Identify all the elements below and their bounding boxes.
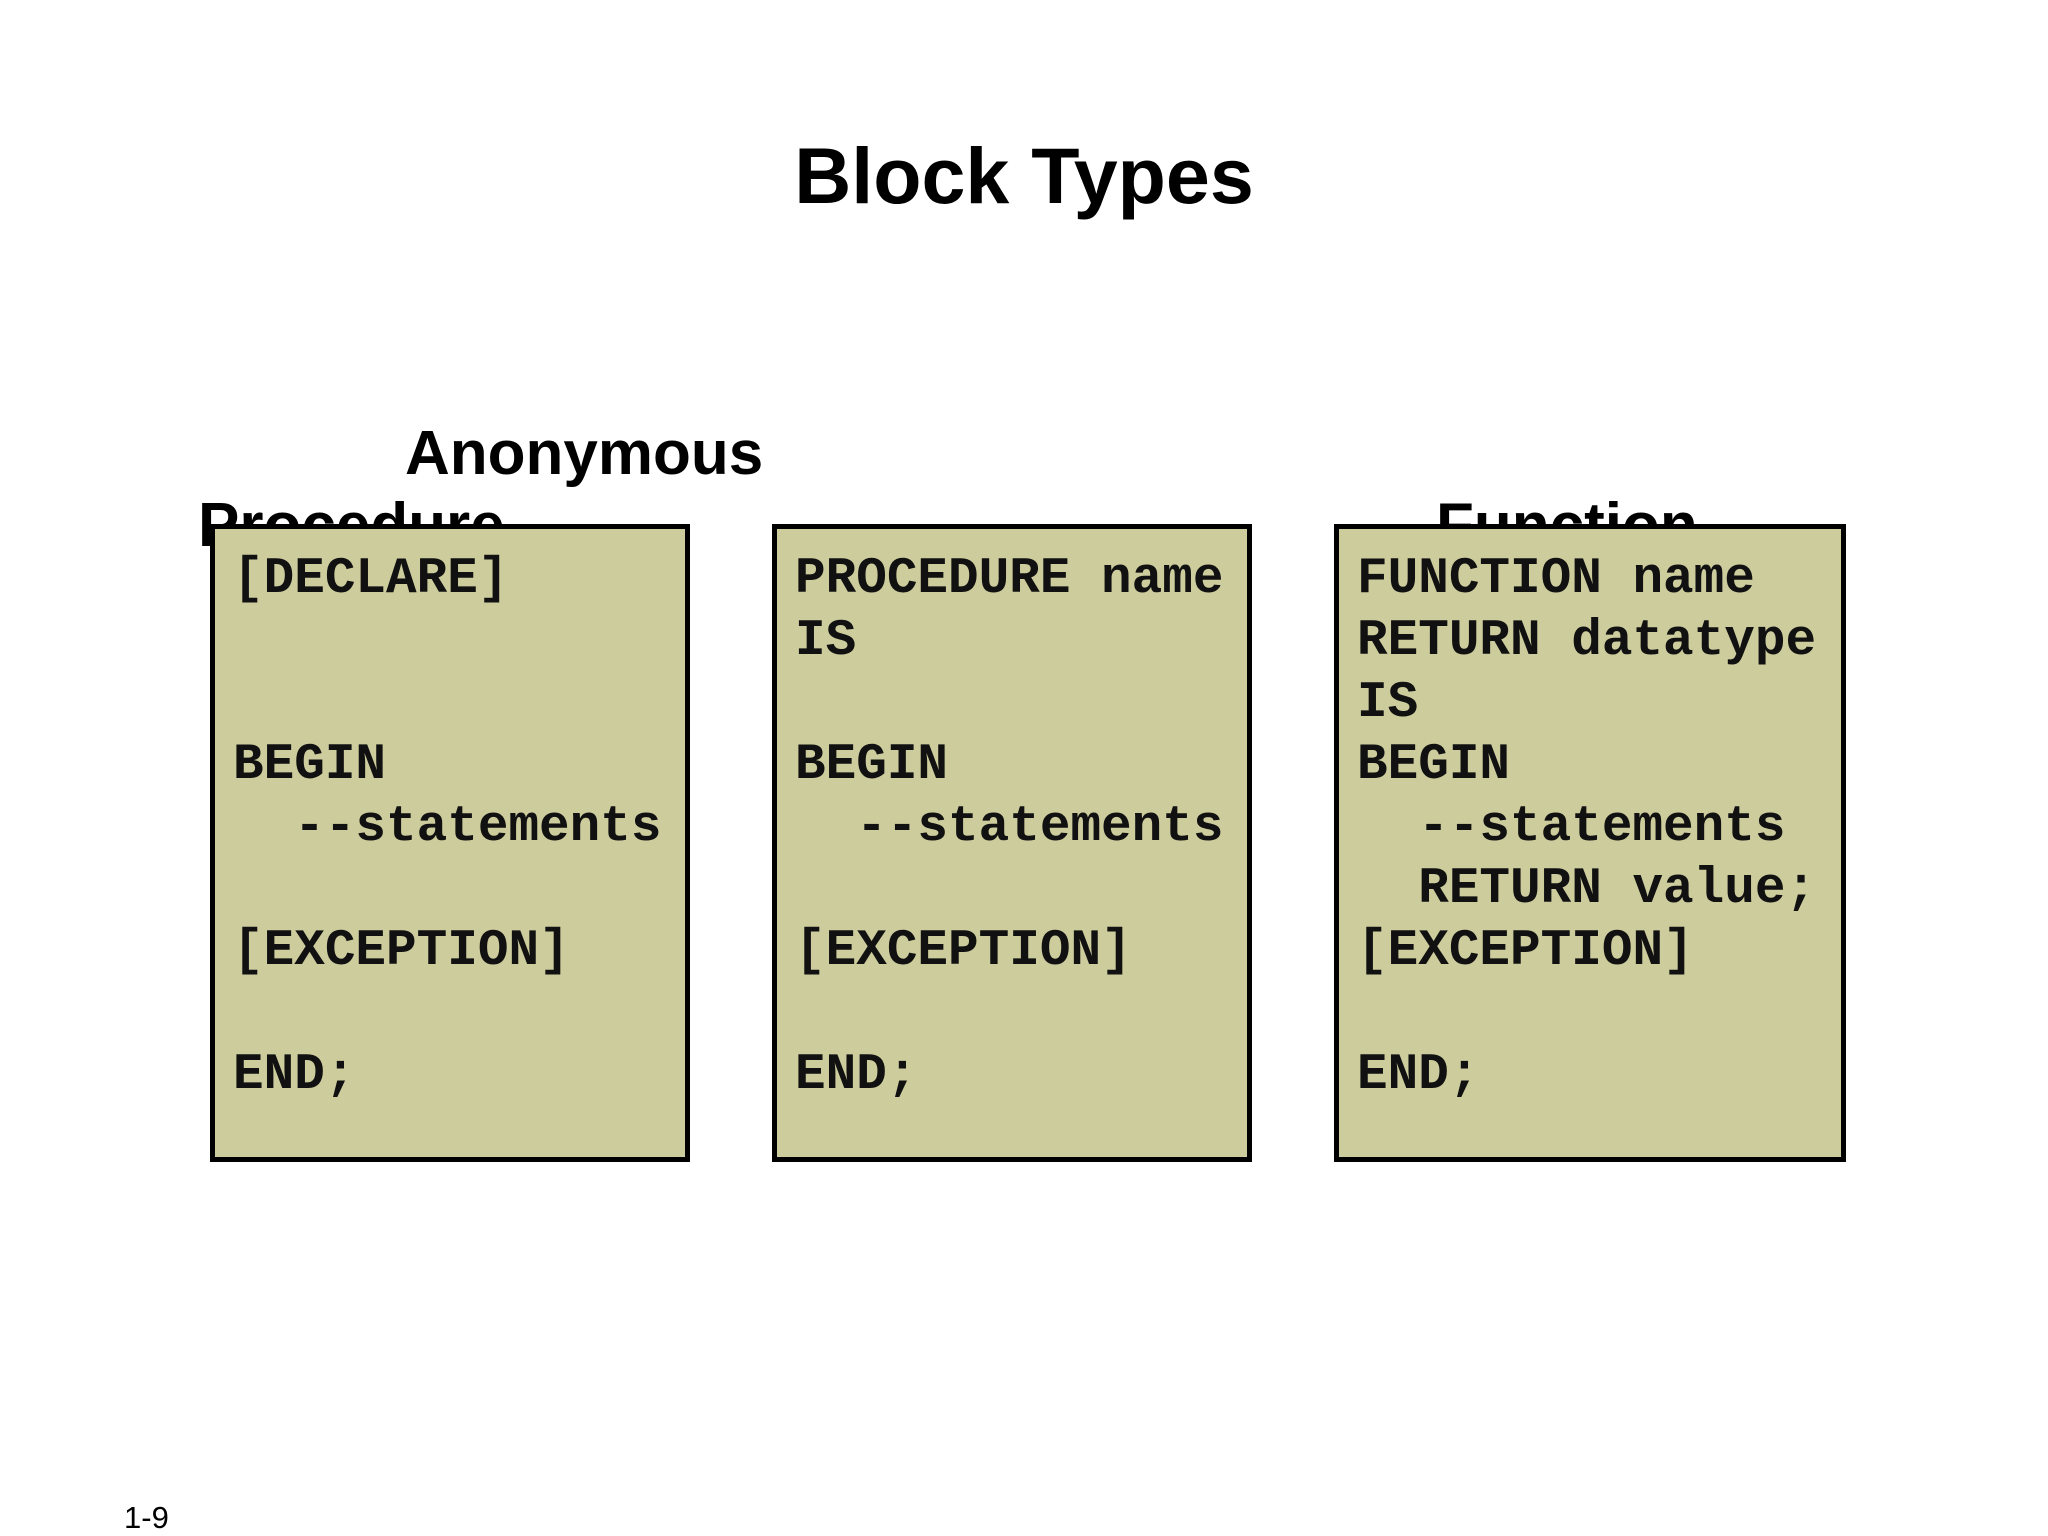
code-line: IS xyxy=(1357,675,1419,732)
code-line: RETURN value; xyxy=(1357,861,1817,918)
code-line: BEGIN xyxy=(1357,737,1511,794)
slide-title: Block Types xyxy=(794,131,1254,220)
code-line: --statements xyxy=(1357,799,1786,856)
code-line: BEGIN xyxy=(233,737,387,794)
code-line: --statements xyxy=(795,799,1224,856)
code-line: [EXCEPTION] xyxy=(1357,923,1694,980)
code-line: [EXCEPTION] xyxy=(233,923,570,980)
code-line: END; xyxy=(1357,1047,1480,1104)
anonymous-block-code-box: [DECLARE] BEGIN --statements [EXCEPTION]… xyxy=(210,524,690,1162)
code-line: [DECLARE] xyxy=(233,551,509,608)
code-line: FUNCTION name xyxy=(1357,551,1755,608)
procedure-block-code-box: PROCEDURE name IS BEGIN --statements [EX… xyxy=(772,524,1252,1162)
code-line: END; xyxy=(233,1047,356,1104)
code-line: --statements xyxy=(233,799,662,856)
code-line: BEGIN xyxy=(795,737,949,794)
code-line: RETURN datatype xyxy=(1357,613,1817,670)
page-number: 1-9 xyxy=(124,1500,169,1535)
anonymous-block-label: Anonymous xyxy=(405,419,764,488)
code-line: IS xyxy=(795,613,857,670)
function-block-code-box: FUNCTION name RETURN datatype IS BEGIN -… xyxy=(1334,524,1846,1162)
code-line: PROCEDURE name xyxy=(795,551,1224,608)
code-line: END; xyxy=(795,1047,918,1104)
code-line: [EXCEPTION] xyxy=(795,923,1132,980)
